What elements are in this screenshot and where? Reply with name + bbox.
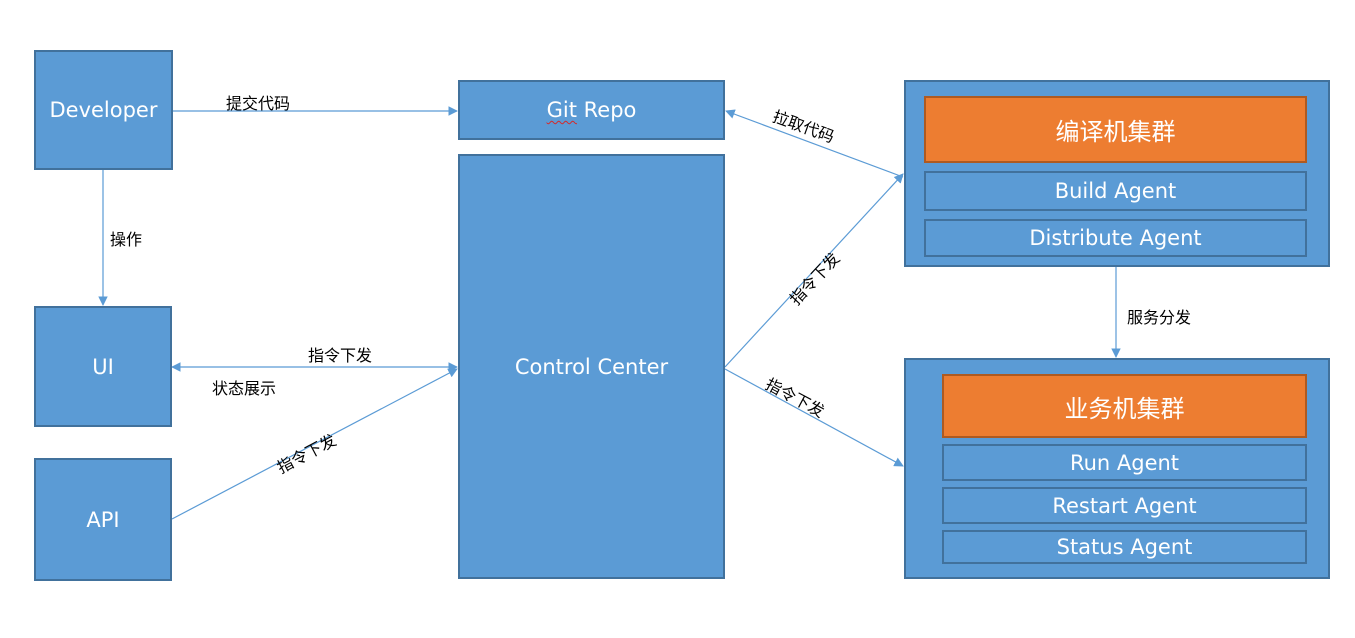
ui-node: UI <box>34 306 172 427</box>
build-agent: Build Agent <box>924 171 1307 211</box>
status-agent-label: Status Agent <box>1056 535 1193 559</box>
edge-label-dispatch: 服务分发 <box>1127 308 1192 327</box>
distribute-agent: Distribute Agent <box>924 219 1307 257</box>
build-agent-label: Build Agent <box>1054 179 1177 203</box>
developer-label: Developer <box>49 98 158 122</box>
service-cluster-title: 业务机集群 <box>942 374 1307 438</box>
api-label: API <box>86 507 120 532</box>
build-cluster-title-text: 编译机集群 <box>1055 118 1176 146</box>
git-repo-label-suffix: Repo <box>576 98 637 122</box>
status-agent: Status Agent <box>942 530 1307 564</box>
git-repo-label: Git Repo <box>547 98 637 122</box>
distribute-agent-label: Distribute Agent <box>1029 226 1202 250</box>
edge-label-dev-to-git: 提交代码 <box>226 94 291 113</box>
restart-agent-label: Restart Agent <box>1052 493 1197 518</box>
edge-cc-to-service <box>724 368 904 467</box>
control-center-label: Control Center <box>514 354 669 379</box>
edge-build-to-git <box>725 109 904 178</box>
edge-cc-to-build <box>724 173 904 368</box>
edge-label-dev-to-ui: 操作 <box>110 230 143 249</box>
edge-label-ui-cmd: 指令下发 <box>308 346 373 365</box>
control-center-node: Control Center <box>458 154 725 579</box>
run-agent-label: Run Agent <box>1069 450 1180 475</box>
developer-node: Developer <box>34 50 173 170</box>
edge-api-to-cc <box>171 368 458 520</box>
git-repo-label-prefix: Git <box>546 98 577 122</box>
restart-agent: Restart Agent <box>942 487 1307 524</box>
ui-label: UI <box>92 354 114 379</box>
git-repo-node: Git Repo <box>458 80 725 140</box>
edge-label-ui-status: 状态展示 <box>212 379 277 398</box>
build-cluster-title: 编译机集群 <box>924 96 1307 163</box>
service-cluster-title-text: 业务机集群 <box>1064 394 1185 423</box>
api-node: API <box>34 458 172 581</box>
run-agent: Run Agent <box>942 444 1307 481</box>
